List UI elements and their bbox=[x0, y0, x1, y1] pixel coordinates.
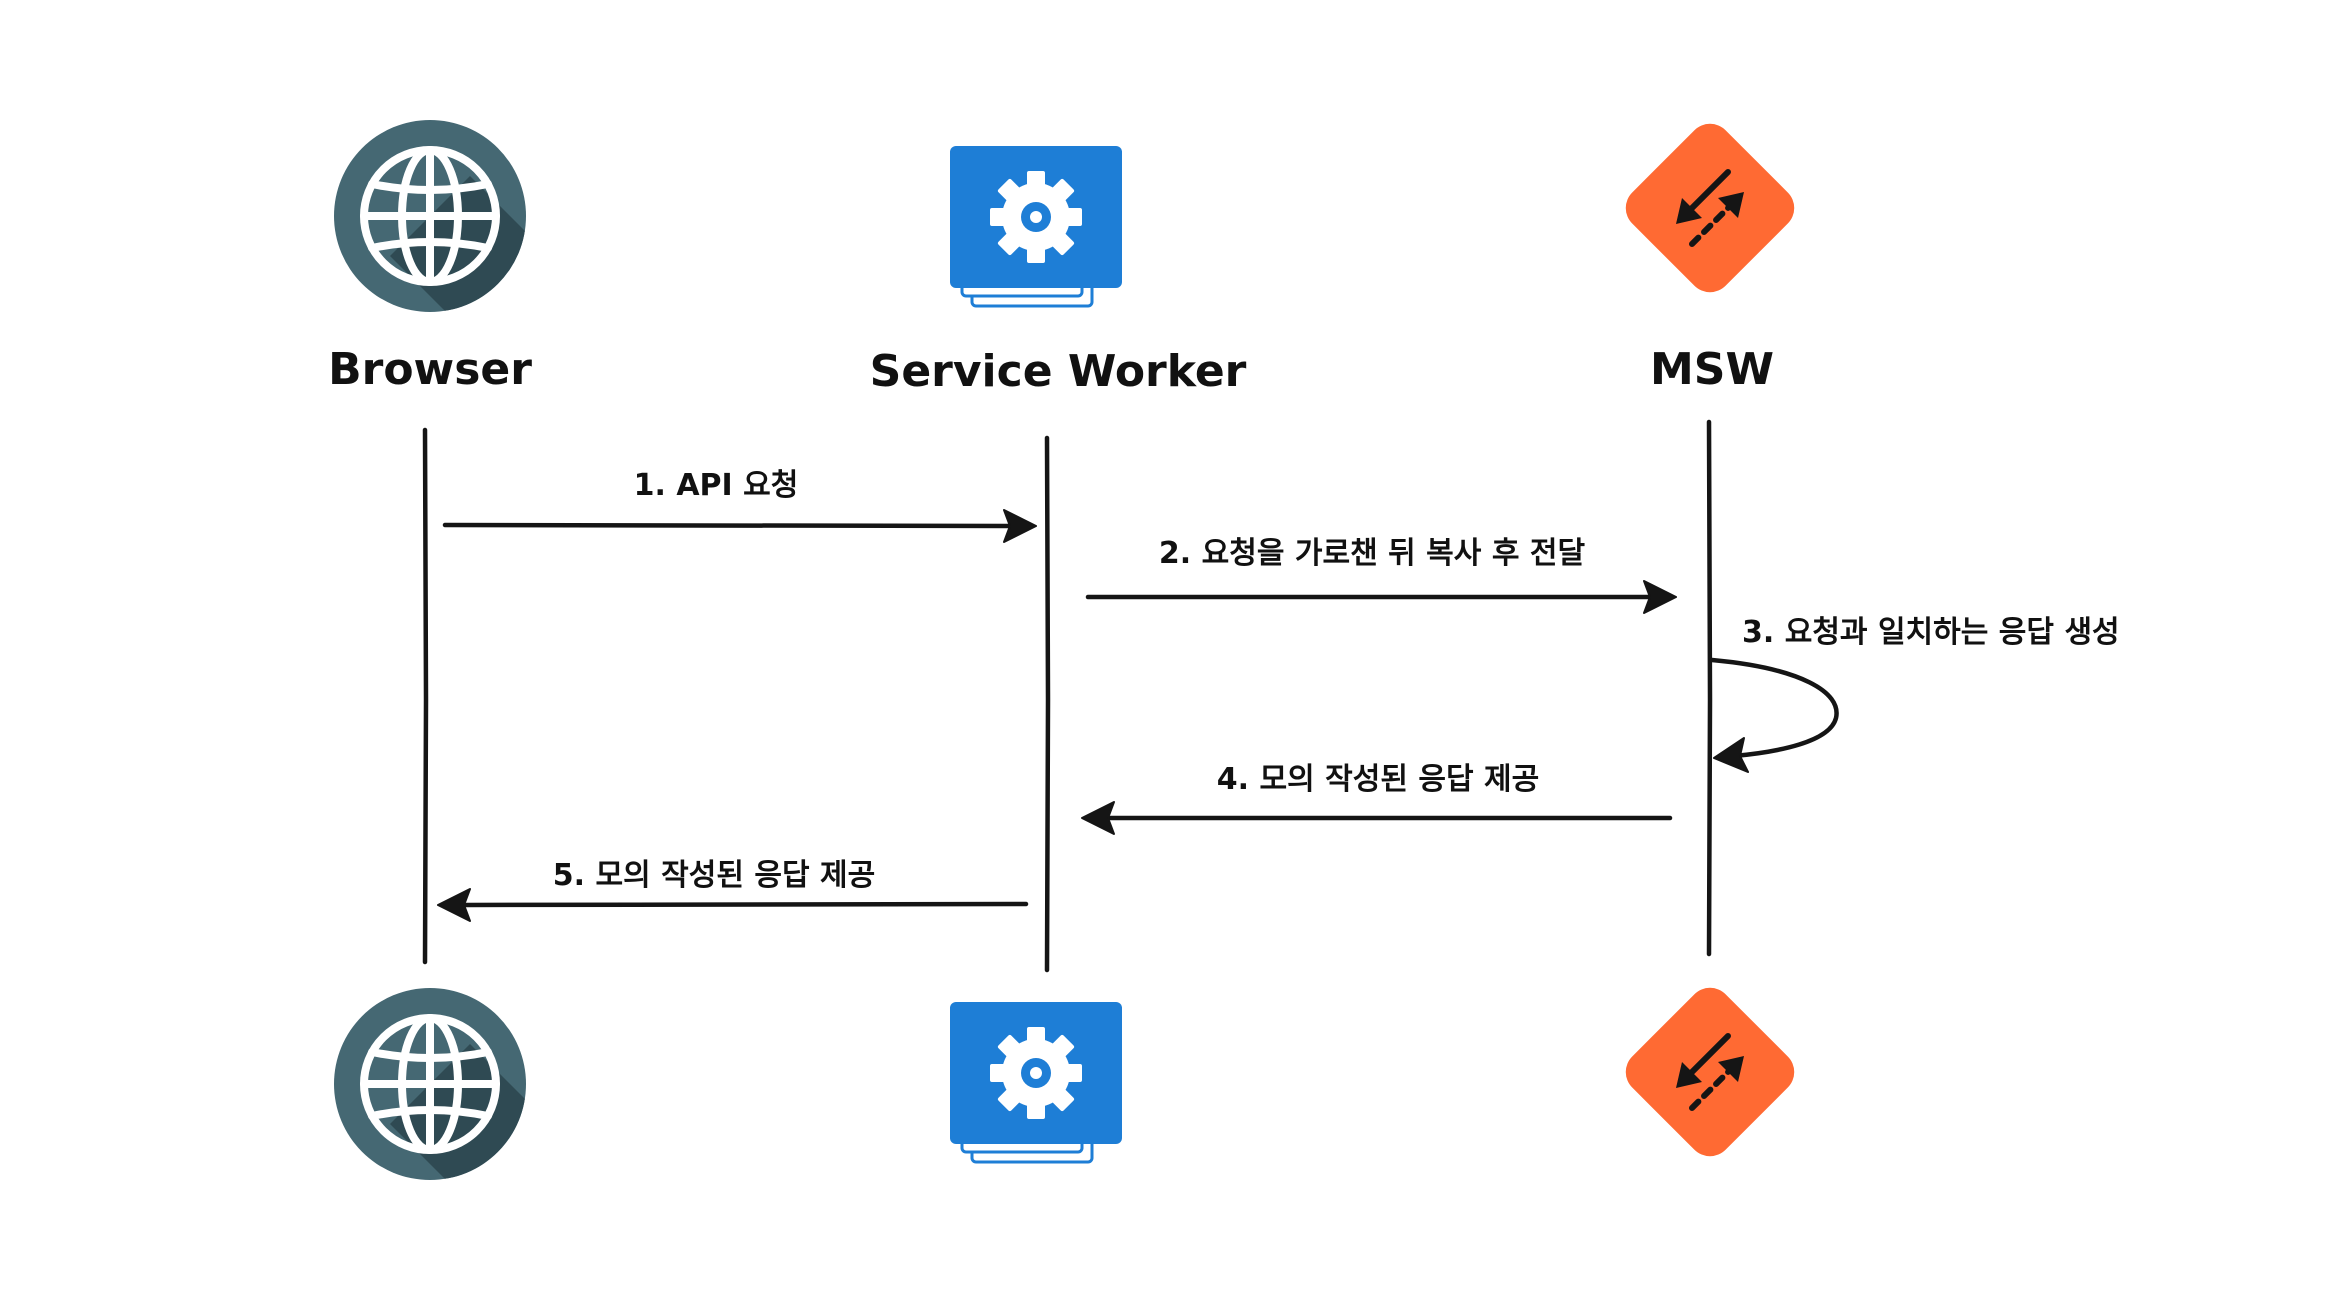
actor-label-service-worker: Service Worker bbox=[870, 346, 1247, 397]
globe-icon bbox=[334, 988, 526, 1180]
lifeline-browser bbox=[422, 427, 429, 965]
message-label-3: 3. 요청과 일치하는 응답 생성 bbox=[1742, 615, 2120, 650]
message-arrow-5 bbox=[463, 901, 1029, 908]
message-arrow-3 bbox=[1709, 657, 1839, 759]
lifeline-msw bbox=[1706, 419, 1713, 957]
arrow-head-2 bbox=[1643, 580, 1677, 614]
gear-window-icon bbox=[950, 146, 1122, 308]
swap-arrows-icon bbox=[1625, 123, 1795, 293]
message-label-2: 2. 요청을 가로챈 뒤 복사 후 전달 bbox=[1159, 536, 1586, 571]
actor-label-browser: Browser bbox=[328, 344, 532, 395]
arrow-head-1 bbox=[1003, 509, 1037, 543]
actor-label-msw: MSW bbox=[1650, 344, 1774, 395]
message-arrow-1 bbox=[442, 522, 1013, 529]
swap-arrows-icon bbox=[1625, 987, 1795, 1157]
arrow-head-5 bbox=[437, 888, 471, 922]
message-label-5: 5. 모의 작성된 응답 제공 bbox=[553, 858, 875, 893]
arrow-head-3 bbox=[1713, 737, 1749, 773]
message-label-1: 1. API 요청 bbox=[634, 468, 799, 503]
gear-window-icon bbox=[950, 1002, 1122, 1164]
lifeline-service-worker bbox=[1044, 435, 1051, 973]
arrow-head-4 bbox=[1081, 801, 1115, 835]
message-label-4: 4. 모의 작성된 응답 제공 bbox=[1217, 762, 1539, 797]
